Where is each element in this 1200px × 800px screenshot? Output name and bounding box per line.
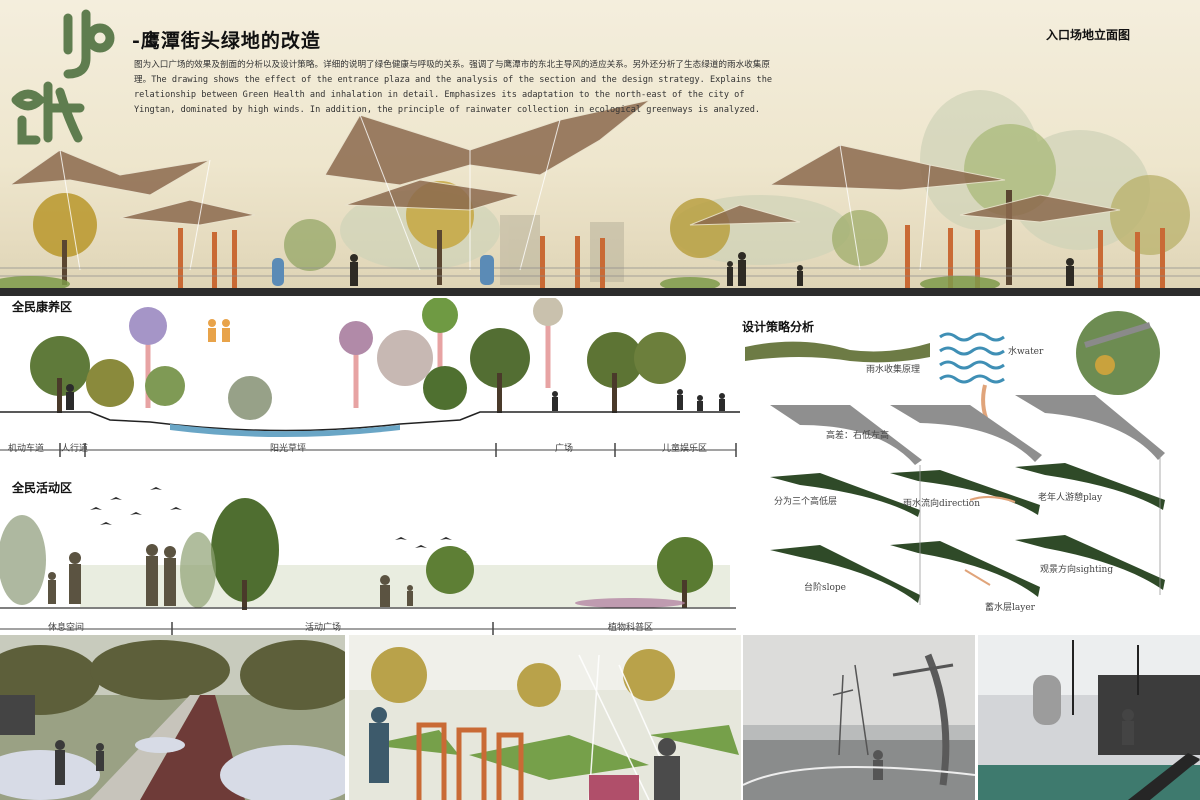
strategy-diagram — [745, 311, 1165, 605]
zone-label: 机动车道 — [8, 444, 45, 454]
ground-line — [0, 288, 1200, 296]
three-layers-label: 分为三个高低层 — [774, 497, 838, 507]
section1-drawing — [0, 298, 740, 457]
zone-label: 阳光草坪 — [270, 444, 307, 454]
photo-playground-slide — [978, 635, 1200, 800]
sighting-label: 观景方向sighting — [1040, 565, 1114, 575]
direction-label: 雨水流向direction — [903, 499, 981, 509]
elevation-illustration — [0, 90, 1200, 292]
play-label: 老年人游憩play — [1038, 493, 1103, 503]
page-title: -鹰潭街头绿地的改造 — [132, 30, 321, 52]
breath-logo-calligraphy — [11, 9, 115, 145]
section2-title: 全民活动区 — [12, 481, 73, 495]
zone-label: 儿童娱乐区 — [662, 444, 708, 454]
height-label: 高差：右低左高 — [826, 431, 890, 441]
entrance-elevation-banner: -鹰潭街头绿地的改造 图为入口广场的效果及剖面的分析以及设计策略。详细的说明了绿… — [0, 0, 1200, 296]
zone-label: 植物科普区 — [608, 623, 654, 633]
layer-label: 蓄水层layer — [985, 603, 1035, 613]
entrance-elevation-label: 入口场地立面图 — [1046, 28, 1131, 42]
zone-label: 休息空间 — [48, 623, 85, 633]
photo-tree-lined-path — [0, 635, 345, 800]
project-description: 图为入口广场的效果及剖面的分析以及设计策略。详细的说明了绿色健康与呼吸的关系。强… — [134, 60, 773, 115]
water-label: 水water — [1008, 347, 1044, 357]
zone-label: 广场 — [555, 444, 574, 454]
zone-label: 活动广场 — [305, 623, 342, 633]
rain-collect-label: 雨水收集原理 — [866, 365, 921, 375]
strategy-title: 设计策略分析 — [742, 320, 815, 334]
section1-title: 全民康养区 — [12, 300, 73, 314]
zone-label: 人行道 — [61, 444, 89, 454]
photo-entrance-plaza-render — [349, 635, 741, 800]
section2-drawing — [0, 487, 736, 635]
slope-label: 台阶slope — [804, 583, 847, 593]
photo-swing-area — [743, 635, 975, 800]
